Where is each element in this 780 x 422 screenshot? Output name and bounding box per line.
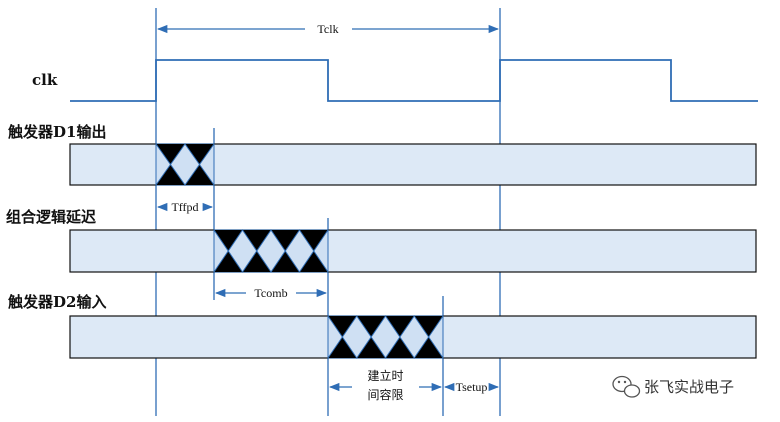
setup-slack-label-line2: 间容限 <box>367 387 403 402</box>
tclk-dimension: Tclk <box>156 22 500 36</box>
tcomb-dimension: Tcomb <box>214 286 328 300</box>
watermark-text: 张飞实战电子 <box>644 378 734 396</box>
tffpd-dimension: Tffpd <box>156 200 214 214</box>
clk-row: clk <box>32 59 758 102</box>
tclk-label: Tclk <box>317 22 338 36</box>
wechat-icon <box>612 375 641 398</box>
tsetup-label: Tsetup <box>456 380 488 394</box>
setup-slack-label-line1: 建立时 <box>367 368 403 383</box>
d2-input-label: 触发器D2输入 <box>8 293 106 311</box>
comb-logic-label: 组合逻辑延迟 <box>6 208 96 226</box>
d1-transition <box>155 143 215 186</box>
comb-transition <box>213 229 329 273</box>
d1-output-row: 触发器D1输出 <box>8 123 757 186</box>
setup-slack-dimension: 建立时 间容限 <box>328 368 443 402</box>
tffpd-label: Tffpd <box>171 200 198 214</box>
d2-input-row: 触发器D2输入 <box>8 293 757 359</box>
clk-label: clk <box>32 71 58 89</box>
d1-output-label: 触发器D1输出 <box>8 123 106 141</box>
comb-logic-bar <box>69 229 757 273</box>
tsetup-dimension: Tsetup <box>443 380 500 394</box>
comb-logic-row: 组合逻辑延迟 <box>6 208 757 273</box>
tcomb-label: Tcomb <box>254 286 287 300</box>
d2-transition <box>327 315 444 359</box>
watermark: 张飞实战电子 <box>612 375 734 398</box>
clk-waveform <box>70 59 758 102</box>
